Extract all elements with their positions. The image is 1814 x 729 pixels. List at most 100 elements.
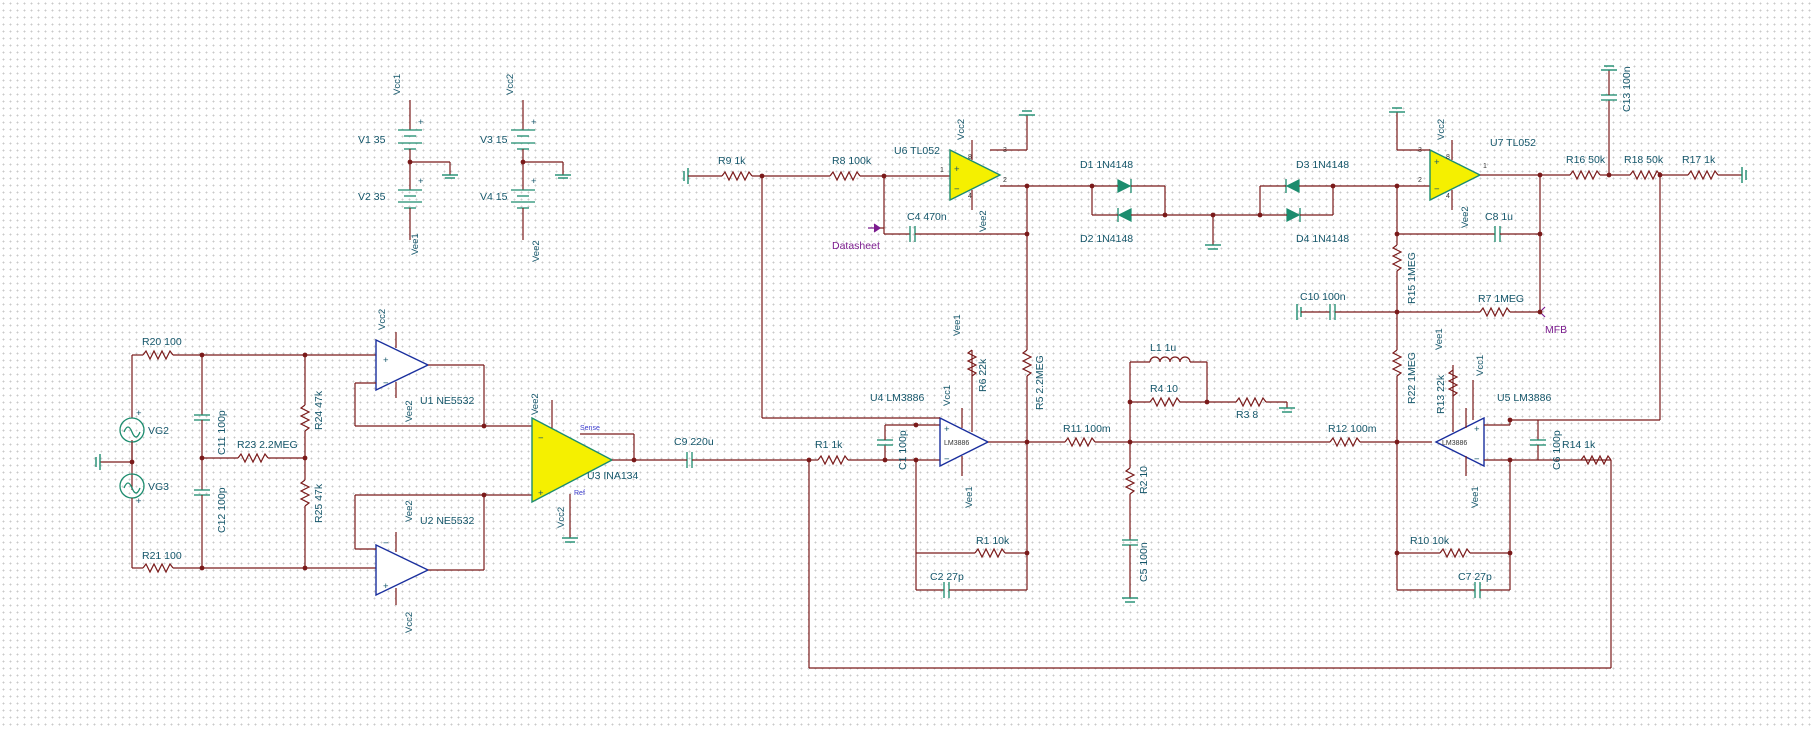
- u6-vee2: Vee2: [978, 210, 989, 232]
- vcc1-label: Vcc1: [392, 74, 403, 95]
- d2-label: D2 1N4148: [1080, 233, 1133, 245]
- c13-label: C13 100n: [1621, 66, 1633, 112]
- v3-label: V3 15: [480, 134, 508, 146]
- u4-label: U4 LM3886: [870, 392, 924, 404]
- u7-minus: −: [1434, 184, 1440, 195]
- u7-plus: +: [1434, 157, 1440, 168]
- c8-label: C8 1u: [1485, 211, 1513, 223]
- integrator-u7: + − 3 2 1 8 4 Vcc2 Vee2 U7 TL052 R15 1ME…: [1296, 65, 1747, 336]
- c1-label: C1 100p: [897, 430, 909, 470]
- c5-label: C5 100n: [1138, 542, 1150, 582]
- generator-vg2: [119, 417, 145, 443]
- v1-plus: +: [418, 117, 424, 128]
- u4-plus: +: [944, 424, 950, 435]
- r1b-label: R1 10k: [976, 535, 1010, 547]
- u4-minus: −: [944, 454, 950, 465]
- opamp-u5: [1434, 416, 1485, 468]
- v4-plus: +: [531, 176, 537, 187]
- u7-pin1: 1: [1483, 163, 1487, 170]
- vee1-label: Vee1: [410, 233, 421, 255]
- v2-label: V2 35: [358, 191, 386, 203]
- u6-plus: +: [954, 164, 960, 175]
- u3-minus: −: [538, 433, 544, 444]
- u7-pin8: 8: [1446, 154, 1450, 161]
- u3-vee2: Vee2: [530, 393, 541, 415]
- c2-label: C2 27p: [930, 571, 964, 583]
- r1a-label: R1 1k: [815, 439, 843, 451]
- c12-label: C12 100p: [216, 487, 228, 533]
- vg2-plus: +: [136, 408, 142, 419]
- u5-minus: −: [1474, 454, 1480, 465]
- d1-label: D1 1N4148: [1080, 159, 1133, 171]
- c4-label: C4 470n: [907, 211, 947, 223]
- u6-vcc2: Vcc2: [956, 119, 967, 140]
- d4-label: D4 1N4148: [1296, 233, 1349, 245]
- mfb-net-label[interactable]: MFB: [1545, 324, 1567, 336]
- load-network: L1 1u R4 10 R3 8 R2 10 C5 100n R12 100m: [1122, 342, 1432, 603]
- v4-label: V4 15: [480, 191, 508, 203]
- u3-vcc2: Vcc2: [556, 507, 567, 528]
- opamp-u7: [1429, 148, 1482, 202]
- u2-vee2: Vee2: [404, 500, 415, 522]
- r14-label: R14 1k: [1562, 439, 1596, 451]
- u4-chip-text: LM3886: [944, 440, 969, 447]
- supply-batteries-15v: Vcc2 + + Vee2 V3 15 V4 15: [480, 74, 571, 262]
- r23-label: R23 2.2MEG: [237, 439, 298, 451]
- u4-vee1: Vee1: [964, 486, 975, 508]
- vg2-label: VG2: [148, 425, 169, 437]
- u7-label: U7 TL052: [1490, 137, 1536, 149]
- vcc2-label: Vcc2: [505, 74, 516, 95]
- u1-minus: −: [383, 378, 389, 389]
- u6-pin4: 4: [968, 193, 972, 200]
- r15-label: R15 1MEG: [1406, 252, 1418, 304]
- u1-vcc2: Vcc2: [377, 309, 388, 330]
- r7-label: R7 1MEG: [1478, 293, 1524, 305]
- u3-label: U3 INA134: [587, 470, 639, 482]
- r9-label: R9 1k: [718, 155, 746, 167]
- u5-label: U5 LM3886: [1497, 392, 1551, 404]
- r11-label: R11 100m: [1063, 423, 1111, 435]
- vg3-plus: +: [136, 496, 142, 507]
- l1-label: L1 1u: [1150, 342, 1176, 354]
- u1-vee2: Vee2: [404, 400, 415, 422]
- r18-label: R18 50k: [1624, 154, 1664, 166]
- c6-label: C6 100p: [1551, 430, 1563, 470]
- opamp-u6: [949, 148, 1002, 202]
- u3-ref-pin: Ref: [574, 490, 585, 497]
- u2-label: U2 NE5532: [420, 515, 474, 527]
- supply-batteries-35v: Vcc1 + + Vee1 V1 35 V2 35: [358, 74, 458, 255]
- servo-section: R9 1k R8 100k C4 470n Datasheet + − 1 2 …: [683, 110, 1430, 419]
- input-stage: + VG2 + VG3 R20 100 R21 100 C11 100p: [95, 309, 809, 633]
- r6-label: R6 22k: [977, 358, 989, 392]
- u2-plus: +: [383, 581, 389, 592]
- u1-plus: +: [383, 355, 389, 366]
- u5-chip-text: LM3886: [1442, 440, 1467, 447]
- u3-sense-pin: Sense: [580, 425, 600, 432]
- u2-vcc2: Vcc2: [404, 612, 415, 633]
- c11-label: C11 100p: [216, 410, 228, 455]
- r12-label: R12 100m: [1328, 423, 1377, 435]
- r2-label: R2 10: [1138, 466, 1150, 494]
- u7-pin4: 4: [1446, 193, 1450, 200]
- datasheet-net-label[interactable]: Datasheet: [832, 240, 880, 252]
- u4-vcc1: Vcc1: [942, 385, 953, 406]
- u2-minus: −: [383, 538, 389, 549]
- u5-vee1-top: Vee1: [1434, 328, 1445, 350]
- u6-pin2: 2: [1003, 177, 1007, 184]
- opamp-u2: [375, 543, 430, 597]
- u5-vee1: Vee1: [1470, 486, 1481, 508]
- v2-plus: +: [418, 176, 424, 187]
- power-amp-u5: + − LM3886 Vee1 Vcc1 Vee1 R13 22k U5 LM3…: [1391, 172, 1661, 668]
- r21-label: R21 100: [142, 550, 182, 562]
- vee2-label: Vee2: [531, 240, 542, 262]
- r24-label: R24 47k: [313, 390, 325, 430]
- c10-label: C10 100n: [1300, 291, 1346, 303]
- u7-vee2: Vee2: [1460, 206, 1471, 228]
- r8-label: R8 100k: [832, 155, 872, 167]
- r4-label: R4 10: [1150, 383, 1178, 395]
- u5-plus: +: [1474, 424, 1480, 435]
- c9-label: C9 220u: [674, 436, 714, 448]
- r17-label: R17 1k: [1682, 154, 1716, 166]
- u5-vcc1: Vcc1: [1475, 355, 1486, 376]
